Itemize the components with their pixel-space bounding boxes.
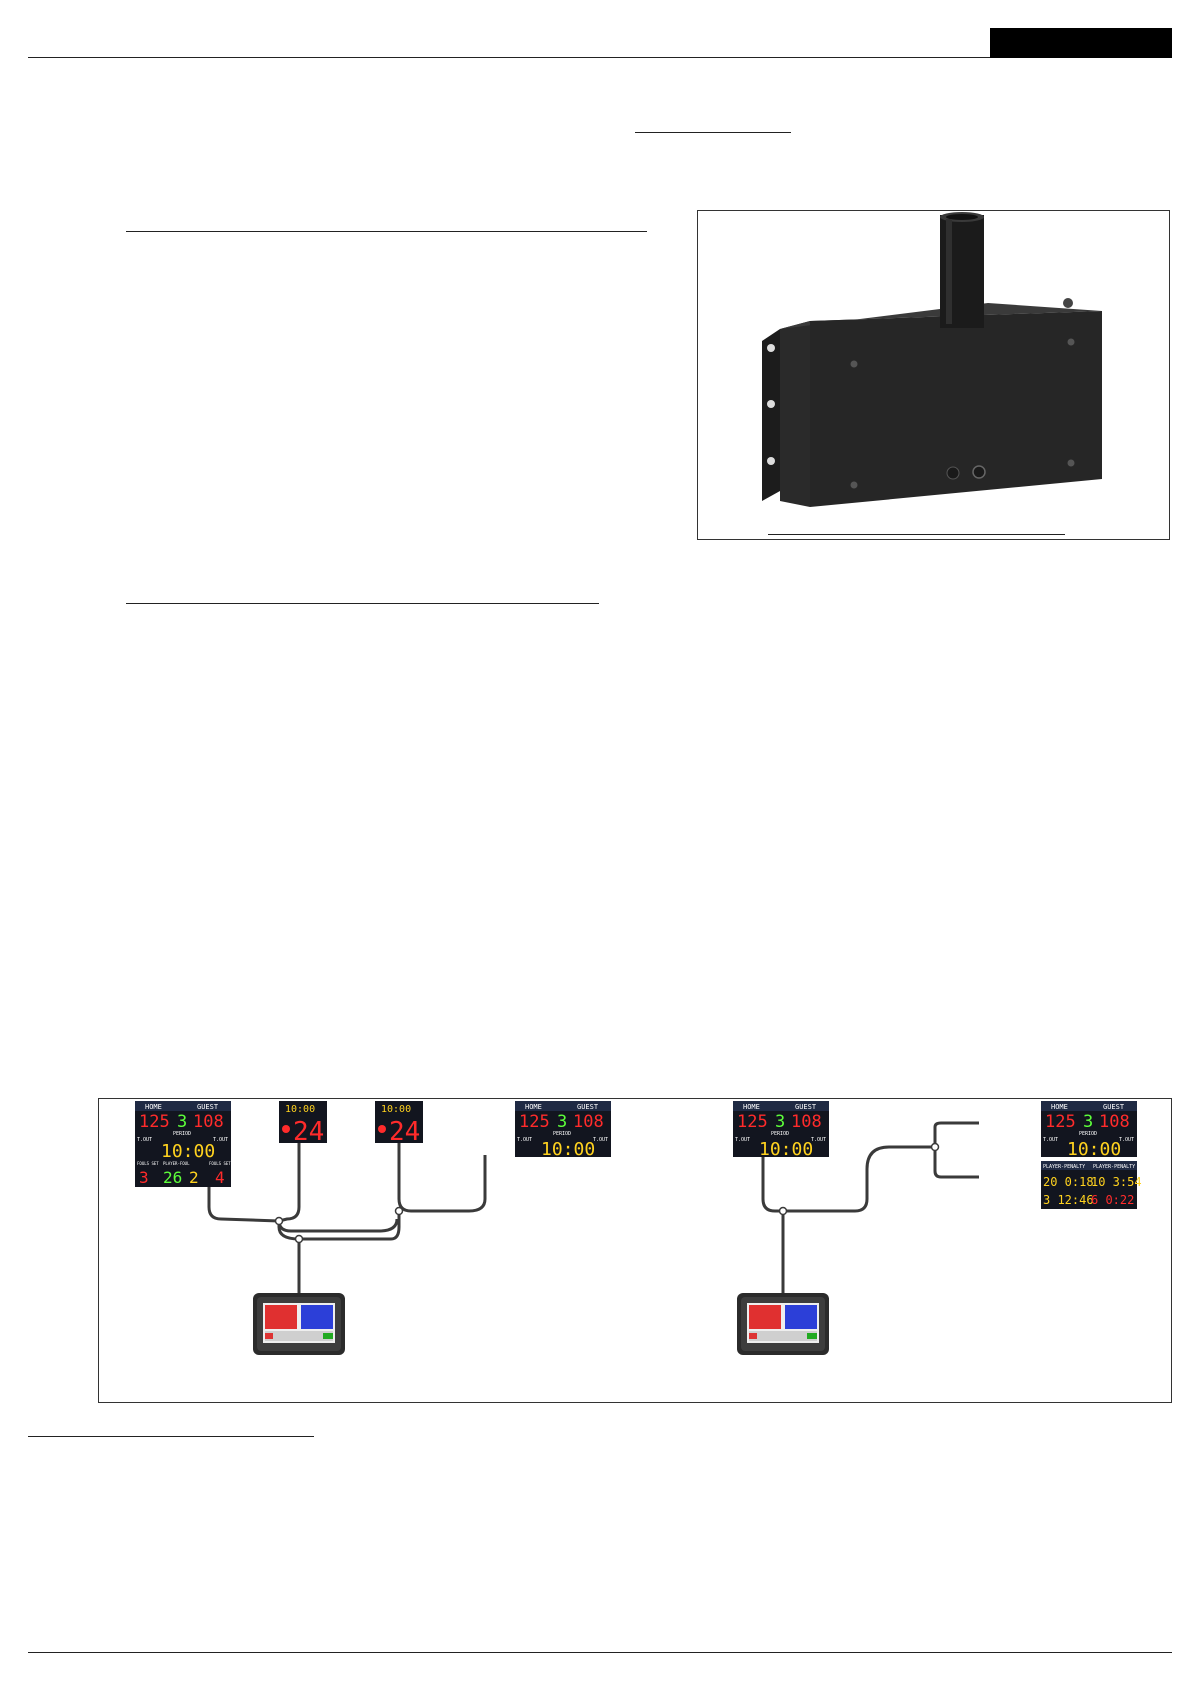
svg-text:125: 125 bbox=[519, 1112, 550, 1132]
fouls-left: 3 bbox=[139, 1168, 149, 1187]
connection-diagram: HOME GUEST 125 3 108 PERIOD T.OUT T.OUT … bbox=[135, 1101, 1142, 1355]
section-1-heading-underline bbox=[126, 231, 647, 232]
svg-text:T.OUT: T.OUT bbox=[593, 1137, 608, 1143]
period-label: PERIOD bbox=[173, 1131, 191, 1137]
svg-text:108: 108 bbox=[573, 1112, 604, 1132]
header-rule bbox=[28, 57, 990, 58]
svg-text:T.OUT: T.OUT bbox=[811, 1137, 826, 1143]
svg-text:PLAYER-PENALTY: PLAYER-PENALTY bbox=[1093, 1164, 1135, 1170]
svg-text:125: 125 bbox=[737, 1112, 768, 1132]
timeout-left-label: T.OUT bbox=[137, 1137, 152, 1143]
svg-text:10:00: 10:00 bbox=[1067, 1139, 1121, 1160]
home-score: 125 bbox=[139, 1112, 170, 1132]
svg-text:GUEST: GUEST bbox=[795, 1103, 817, 1111]
guest-score: 108 bbox=[193, 1112, 224, 1132]
svg-text:108: 108 bbox=[1099, 1112, 1130, 1132]
svg-text:PLAYER-PENALTY: PLAYER-PENALTY bbox=[1043, 1164, 1085, 1170]
section-2-heading-underline bbox=[126, 603, 599, 604]
svg-text:20 0:18: 20 0:18 bbox=[1043, 1175, 1094, 1189]
section-3-heading-underline bbox=[28, 1436, 314, 1437]
svg-text:3 12:46: 3 12:46 bbox=[1043, 1193, 1094, 1207]
svg-text:PERIOD: PERIOD bbox=[553, 1131, 571, 1137]
svg-text:PERIOD: PERIOD bbox=[1079, 1131, 1097, 1137]
svg-text:10:00: 10:00 bbox=[759, 1139, 813, 1160]
mounting-box-photo bbox=[762, 212, 1102, 507]
shot-clock-1-time: 24 bbox=[293, 1117, 324, 1147]
right-control-console bbox=[737, 1293, 829, 1355]
svg-text:125: 125 bbox=[1045, 1112, 1076, 1132]
fouls-right: 4 bbox=[215, 1168, 225, 1187]
period-value: 3 bbox=[177, 1112, 187, 1132]
shot-clock-1-game-time: 10:00 bbox=[285, 1104, 315, 1115]
photo-caption-underline bbox=[768, 534, 1065, 535]
product-photo-frame bbox=[697, 210, 1170, 540]
guest-label: GUEST bbox=[197, 1103, 219, 1111]
svg-text:T.OUT: T.OUT bbox=[1119, 1137, 1134, 1143]
svg-text:3: 3 bbox=[1083, 1112, 1093, 1132]
svg-text:HOME: HOME bbox=[743, 1103, 760, 1111]
cables bbox=[207, 1121, 979, 1293]
player-number: 26 bbox=[163, 1168, 182, 1187]
svg-text:T.OUT: T.OUT bbox=[735, 1137, 750, 1143]
header-tab-block bbox=[990, 28, 1172, 58]
title-underline bbox=[635, 132, 791, 133]
svg-text:3: 3 bbox=[557, 1112, 567, 1132]
svg-text:10:00: 10:00 bbox=[541, 1139, 595, 1160]
right-scoreboard-2: HOME GUEST 125 3 108 PERIOD T.OUT T.OUT … bbox=[1041, 1101, 1137, 1160]
player-fouls: 2 bbox=[189, 1168, 199, 1187]
footer-rule bbox=[28, 1652, 1172, 1653]
svg-text:GUEST: GUEST bbox=[1103, 1103, 1125, 1111]
left-control-console bbox=[253, 1293, 345, 1355]
home-label: HOME bbox=[145, 1103, 162, 1111]
svg-text:T.OUT: T.OUT bbox=[517, 1137, 532, 1143]
timeout-right-label: T.OUT bbox=[213, 1137, 228, 1143]
shot-clock-2-time: 24 bbox=[389, 1117, 420, 1147]
svg-text:3: 3 bbox=[775, 1112, 785, 1132]
left-main-scoreboard: HOME GUEST 125 3 108 PERIOD T.OUT T.OUT … bbox=[135, 1101, 231, 1187]
svg-text:PERIOD: PERIOD bbox=[771, 1131, 789, 1137]
player-foul-label: PLAYER-FOUL bbox=[163, 1161, 190, 1166]
right-scoreboard-1: HOME GUEST 125 3 108 PERIOD T.OUT T.OUT … bbox=[733, 1101, 829, 1160]
svg-text:108: 108 bbox=[791, 1112, 822, 1132]
svg-text:10 3:54: 10 3:54 bbox=[1091, 1175, 1142, 1189]
svg-text:HOME: HOME bbox=[525, 1103, 542, 1111]
shot-clock-1: 10:00 24 bbox=[279, 1101, 327, 1147]
svg-text:6 0:22: 6 0:22 bbox=[1091, 1193, 1134, 1207]
shot-clock-2: 10:00 24 bbox=[375, 1101, 423, 1147]
fouls-right-label: FOULS SET bbox=[209, 1161, 231, 1166]
shot-clock-2-game-time: 10:00 bbox=[381, 1104, 411, 1115]
svg-text:T.OUT: T.OUT bbox=[1043, 1137, 1058, 1143]
svg-text:HOME: HOME bbox=[1051, 1103, 1068, 1111]
left-secondary-scoreboard: HOME GUEST 125 3 108 PERIOD T.OUT T.OUT … bbox=[515, 1101, 611, 1160]
right-penalty-board: PLAYER-PENALTY PLAYER-PENALTY 20 0:18 10… bbox=[1041, 1161, 1142, 1209]
fouls-left-label: FOULS SET bbox=[137, 1161, 159, 1166]
svg-text:GUEST: GUEST bbox=[577, 1103, 599, 1111]
game-clock: 10:00 bbox=[161, 1141, 215, 1162]
connection-diagram-frame: HOME GUEST 125 3 108 PERIOD T.OUT T.OUT … bbox=[98, 1098, 1172, 1403]
